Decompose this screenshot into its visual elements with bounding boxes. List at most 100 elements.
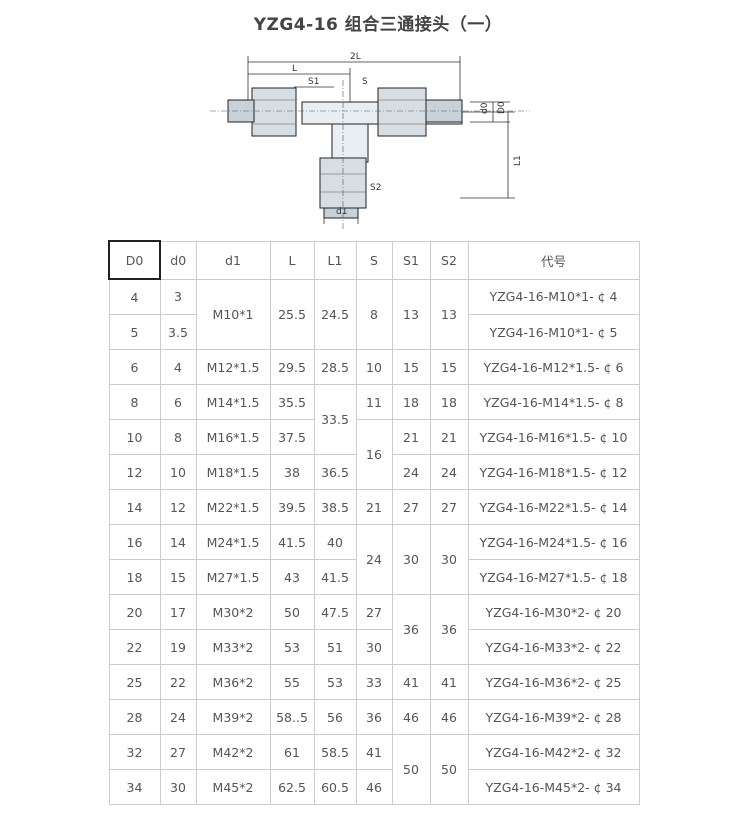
table-cell: YZG4-16-M42*2- ¢ 32 <box>467 734 640 770</box>
table-cell: 38.5 <box>313 489 357 525</box>
label-L: L <box>292 64 297 74</box>
table-cell: 4 <box>108 278 161 315</box>
table-row: 20 17 M30*2 50 47.5 27 36 36 YZG4-16-M30… <box>108 594 640 665</box>
table-cell: 37.5 <box>269 419 315 455</box>
spec-table: D0 d0 d1 L L1 S S1 S2 代号 4 3 M10*1 25.5 … <box>108 240 640 805</box>
table-cell: 33.5 <box>313 384 357 455</box>
table-cell: M39*2 <box>195 699 271 735</box>
table-cell: 30 <box>355 629 393 665</box>
header-cell: L <box>269 240 315 280</box>
table-cell: 29.5 <box>269 349 315 385</box>
tee-fitting-drawing: 2L L S1 S d0 D0 L1 S2 d1 <box>210 52 530 230</box>
table-cell: 53 <box>313 664 357 700</box>
table-cell: 41.5 <box>269 524 315 560</box>
table-cell: 36 <box>355 699 393 735</box>
table-cell: 13 <box>391 278 431 350</box>
table-cell: 30 <box>159 769 197 805</box>
table-cell: 6 <box>108 349 161 385</box>
table-cell: 14 <box>108 489 161 525</box>
table-row: 14 12 M22*1.5 39.5 38.5 21 27 27 YZG4-16… <box>108 489 640 525</box>
table-cell: 21 <box>391 419 431 455</box>
header-cell: L1 <box>313 240 357 280</box>
table-cell: 39.5 <box>269 489 315 525</box>
table-cell: YZG4-16-M30*2- ¢ 20 <box>467 594 640 630</box>
table-cell: YZG4-16-M39*2- ¢ 28 <box>467 699 640 735</box>
table-cell: 55 <box>269 664 315 700</box>
table-row: 4 3 M10*1 25.5 24.5 8 13 13 YZG4-16-M10*… <box>108 278 640 350</box>
table-cell: 56 <box>313 699 357 735</box>
table-cell: 10 <box>355 349 393 385</box>
label-D0: D0 <box>497 101 507 114</box>
table-cell: 17 <box>159 594 197 630</box>
table-cell: 24 <box>355 524 393 595</box>
table-cell: 3.5 <box>159 314 197 350</box>
table-cell: 22 <box>159 664 197 700</box>
table-cell: YZG4-16-M12*1.5- ¢ 6 <box>467 349 640 385</box>
table-cell: M24*1.5 <box>195 524 271 560</box>
table-cell: YZG4-16-M10*1- ¢ 5 <box>467 314 640 350</box>
table-cell: 58.5 <box>313 734 357 770</box>
header-cell: S <box>355 240 393 280</box>
label-S: S <box>362 77 368 87</box>
table-cell: 18 <box>429 384 469 420</box>
label-L1: L1 <box>513 155 523 166</box>
table-header-row: D0 d0 d1 L L1 S S1 S2 代号 <box>108 240 640 280</box>
table-cell: 24 <box>429 454 469 490</box>
table-cell: M33*2 <box>195 629 271 665</box>
table-cell: M42*2 <box>195 734 271 770</box>
table-cell: M36*2 <box>195 664 271 700</box>
table-cell: 43 <box>269 559 315 595</box>
header-cell: D0 <box>108 240 161 280</box>
table-cell: M45*2 <box>195 769 271 805</box>
table-cell: 16 <box>108 524 161 560</box>
table-cell: M12*1.5 <box>195 349 271 385</box>
table-cell: 8 <box>108 384 161 420</box>
table-cell: 8 <box>355 278 393 350</box>
label-S2: S2 <box>370 183 381 193</box>
table-cell: 46 <box>355 769 393 805</box>
table-cell: 13 <box>429 278 469 350</box>
table-cell: YZG4-16-M10*1- ¢ 4 <box>467 278 640 315</box>
table-cell: YZG4-16-M14*1.5- ¢ 8 <box>467 384 640 420</box>
table-cell: 36 <box>391 594 431 665</box>
header-cell: S2 <box>429 240 469 280</box>
table-cell: 10 <box>108 419 161 455</box>
table-cell: 8 <box>159 419 197 455</box>
table-cell: 19 <box>159 629 197 665</box>
table-cell: 33 <box>355 664 393 700</box>
table-cell: 46 <box>391 699 431 735</box>
table-cell: M27*1.5 <box>195 559 271 595</box>
table-cell: 47.5 <box>313 594 357 630</box>
table-cell: 60.5 <box>313 769 357 805</box>
table-cell: 12 <box>108 454 161 490</box>
table-cell: 41 <box>391 664 431 700</box>
table-cell: 27 <box>355 594 393 630</box>
table-cell: YZG4-16-M24*1.5- ¢ 16 <box>467 524 640 560</box>
label-2L: 2L <box>350 52 361 62</box>
table-row: 16 14 M24*1.5 41.5 40 24 30 30 YZG4-16-M… <box>108 524 640 595</box>
table-cell: 40 <box>313 524 357 560</box>
table-cell: 30 <box>391 524 431 595</box>
table-cell: 53 <box>269 629 315 665</box>
label-d1: d1 <box>336 207 347 217</box>
table-cell: 41 <box>355 734 393 770</box>
table-row: 34 30 M45*2 62.5 60.5 46 YZG4-16-M45*2- … <box>108 769 640 805</box>
table-row: 8 6 M14*1.5 35.5 33.5 11 18 18 YZG4-16-M… <box>108 384 640 455</box>
table-cell: 24 <box>391 454 431 490</box>
table-cell: YZG4-16-M27*1.5- ¢ 18 <box>467 559 640 595</box>
table-cell: 5 <box>108 314 161 350</box>
table-cell: YZG4-16-M16*1.5- ¢ 10 <box>467 419 640 455</box>
table-cell: YZG4-16-M36*2- ¢ 25 <box>467 664 640 700</box>
table-cell: 24 <box>159 699 197 735</box>
table-cell: 15 <box>159 559 197 595</box>
table-cell: YZG4-16-M45*2- ¢ 34 <box>467 769 640 805</box>
table-cell: 35.5 <box>269 384 315 420</box>
table-cell: YZG4-16-M33*2- ¢ 22 <box>467 629 640 665</box>
table-cell: 25.5 <box>269 278 315 350</box>
table-cell: 15 <box>429 349 469 385</box>
table-cell: 50 <box>269 594 315 630</box>
table-cell: 51 <box>313 629 357 665</box>
table-cell: 46 <box>429 699 469 735</box>
page-title: YZG4-16 组合三通接头（一） <box>253 15 503 35</box>
table-row: 12 10 M18*1.5 38 36.5 24 24 YZG4-16-M18*… <box>108 454 640 490</box>
